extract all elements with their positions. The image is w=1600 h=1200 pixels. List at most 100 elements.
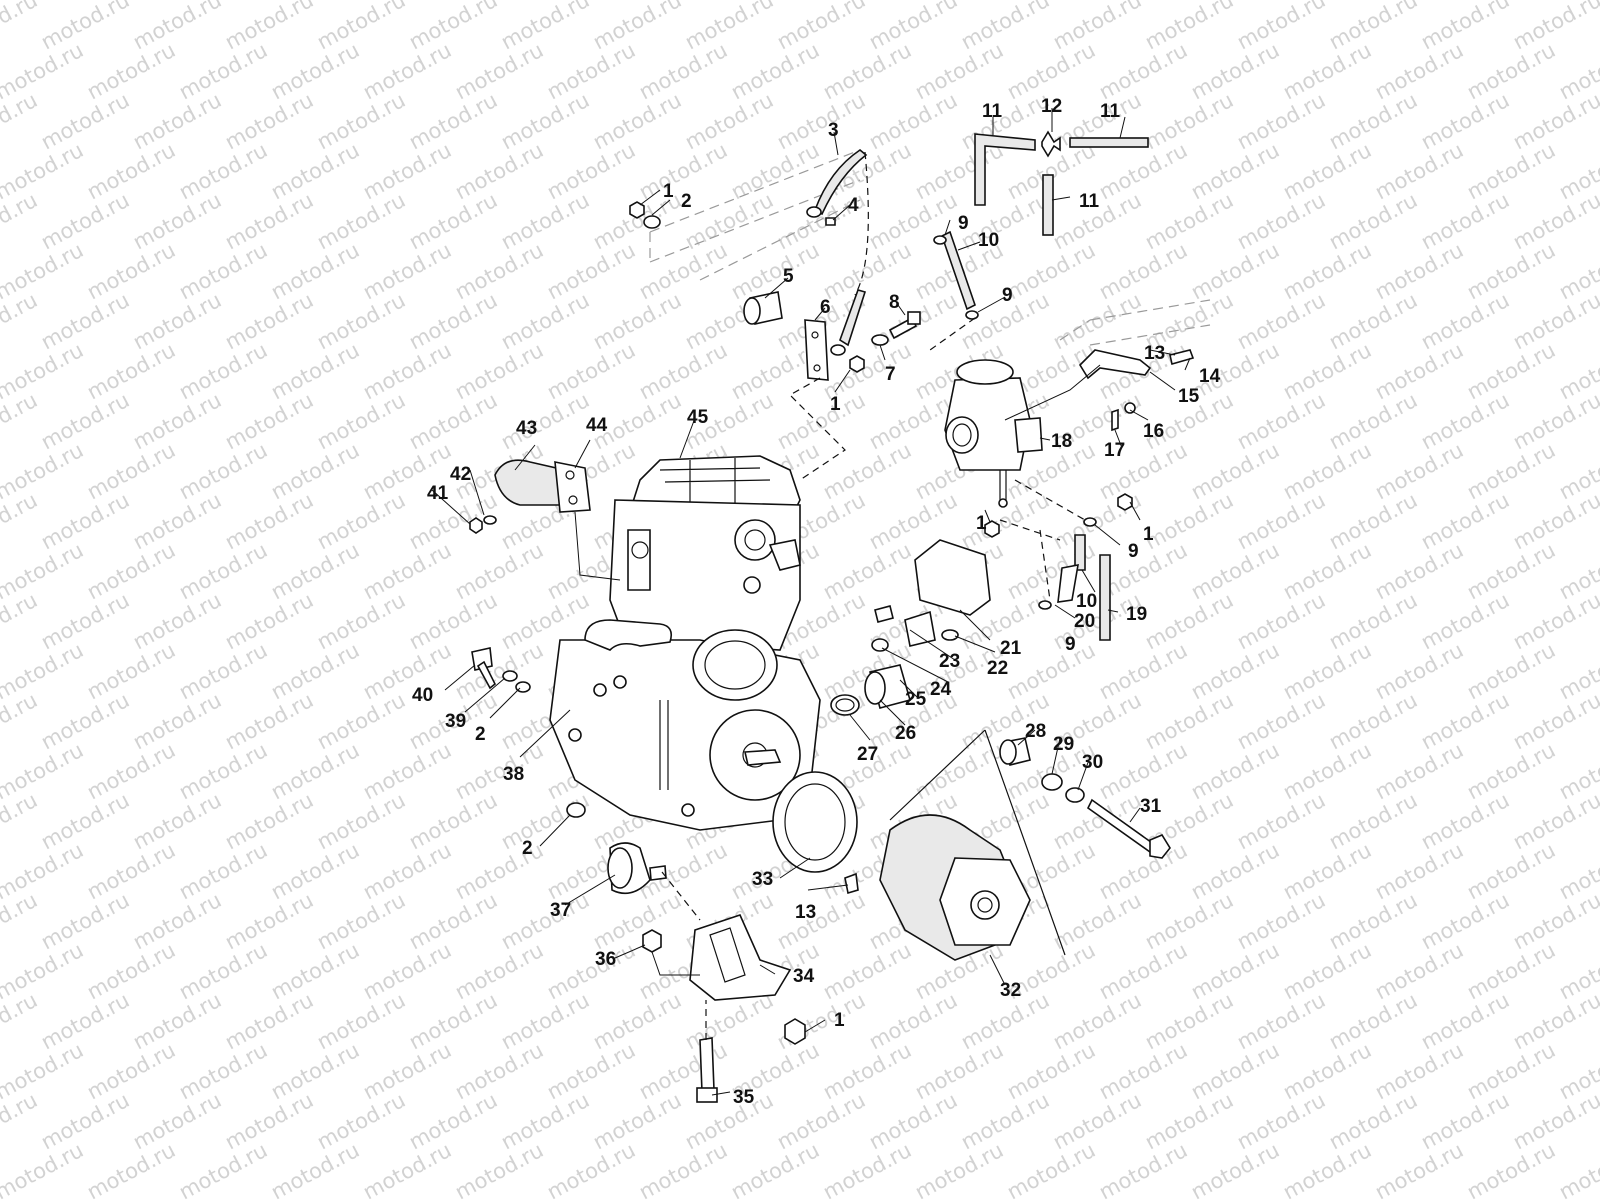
watermark-text: motod.ru xyxy=(773,88,869,154)
watermark-text: motod.ru xyxy=(1279,1138,1375,1200)
watermark-text: motod.ru xyxy=(1233,1088,1329,1154)
callout-9d: 9 xyxy=(1065,634,1076,655)
watermark-text: motod.ru xyxy=(451,38,547,104)
watermark-text: motod.ru xyxy=(1233,0,1329,54)
watermark-text: motod.ru xyxy=(727,138,823,204)
watermark-text: motod.ru xyxy=(1003,1038,1099,1104)
watermark-text: motod.ru xyxy=(727,38,823,104)
watermark-text: motod.ru xyxy=(727,1138,823,1200)
callout-18: 18 xyxy=(1051,431,1072,452)
callout-9b: 9 xyxy=(1002,285,1013,306)
watermark-text: motod.ru xyxy=(83,1038,179,1104)
watermark-text: motod.ru xyxy=(405,288,501,354)
watermark-text: motod.ru xyxy=(1095,638,1191,704)
intake-flange xyxy=(554,461,591,513)
watermark-text: motod.ru xyxy=(957,0,1053,54)
watermark-text: motod.ru xyxy=(267,838,363,904)
watermark-text: motod.ru xyxy=(1463,238,1559,304)
watermark-text: motod.ru xyxy=(1509,788,1600,854)
engine-assembly xyxy=(549,455,821,831)
watermark-text: motod.ru xyxy=(1279,338,1375,404)
watermark-text: motod.ru xyxy=(819,438,915,504)
clutch-bolt-set xyxy=(999,737,1171,859)
watermark-text: motod.ru xyxy=(1371,338,1467,404)
watermark-text: motod.ru xyxy=(635,338,731,404)
watermark-text: motod.ru xyxy=(681,88,777,154)
watermark-text: motod.ru xyxy=(1371,138,1467,204)
callout-1d: 1 xyxy=(1143,524,1154,545)
watermark-text: motod.ru xyxy=(1509,488,1600,554)
watermark-text: motod.ru xyxy=(267,1038,363,1104)
watermark-text: motod.ru xyxy=(589,0,685,54)
watermark-text: motod.ru xyxy=(405,788,501,854)
watermark-text: motod.ru xyxy=(359,338,455,404)
callout-45: 45 xyxy=(687,407,709,428)
watermark-text: motod.ru xyxy=(497,288,593,354)
watermark-text: motod.ru xyxy=(267,938,363,1004)
watermark-text: motod.ru xyxy=(83,138,179,204)
watermark-text: motod.ru xyxy=(37,688,133,754)
watermark-text: motod.ru xyxy=(543,338,639,404)
watermark-text: motod.ru xyxy=(83,238,179,304)
watermark-text: motod.ru xyxy=(1003,238,1099,304)
callout-44: 44 xyxy=(586,415,608,436)
fuel-lines xyxy=(929,130,1149,351)
watermark-text: motod.ru xyxy=(497,788,593,854)
watermark-text: motod.ru xyxy=(221,588,317,654)
watermark-text: motod.ru xyxy=(129,488,225,554)
watermark-text: motod.ru xyxy=(313,688,409,754)
watermark-text: motod.ru xyxy=(819,1038,915,1104)
callout-35: 35 xyxy=(733,1087,755,1108)
watermark-text: motod.ru xyxy=(129,888,225,954)
watermark-text: motod.ru xyxy=(1325,688,1421,754)
watermark-text: motod.ru xyxy=(267,638,363,704)
watermark-text: motod.ru xyxy=(175,1038,271,1104)
watermark-text: motod.ru xyxy=(359,538,455,604)
watermark-text: motod.ru xyxy=(451,638,547,704)
watermark-text: motod.ru xyxy=(1417,988,1513,1054)
watermark-text: motod.ru xyxy=(451,1138,547,1200)
watermark-text: motod.ru xyxy=(175,838,271,904)
fuel-pump-bracket xyxy=(914,493,1133,641)
watermark-text: motod.ru xyxy=(1279,538,1375,604)
watermark-text: motod.ru xyxy=(773,888,869,954)
watermark-text: motod.ru xyxy=(1187,838,1283,904)
frame-rail-upper xyxy=(649,149,1211,346)
watermark-text: motod.ru xyxy=(83,38,179,104)
callout-13b: 13 xyxy=(795,902,816,923)
watermark-text: motod.ru xyxy=(83,538,179,604)
watermark-text: motod.ru xyxy=(129,188,225,254)
watermark-text: motod.ru xyxy=(865,1088,961,1154)
watermark-text: motod.ru xyxy=(819,238,915,304)
watermark-text: motod.ru xyxy=(451,538,547,604)
watermark-text: motod.ru xyxy=(957,188,1053,254)
callout-2b: 2 xyxy=(475,724,486,745)
watermark-text: motod.ru xyxy=(1233,988,1329,1054)
watermark-text: motod.ru xyxy=(37,288,133,354)
watermark-text: motod.ru xyxy=(773,0,869,54)
watermark-text: motod.ru xyxy=(313,488,409,554)
watermark-text: motod.ru xyxy=(589,988,685,1054)
watermark-text: motod.ru xyxy=(773,988,869,1054)
watermark-text: motod.ru xyxy=(313,788,409,854)
callout-27: 27 xyxy=(857,744,878,765)
watermark-text: motod.ru xyxy=(1279,738,1375,804)
watermark-text: motod.ru xyxy=(175,738,271,804)
watermark-text: motod.ru xyxy=(1463,1138,1559,1200)
watermark-text: motod.ru xyxy=(451,838,547,904)
watermark-text: motod.ru xyxy=(1325,788,1421,854)
watermark-text: motod.ru xyxy=(313,288,409,354)
watermark-text: motod.ru xyxy=(267,138,363,204)
watermark-text: motod.ru xyxy=(1509,388,1600,454)
watermark-text: motod.ru xyxy=(589,288,685,354)
watermark-text: motod.ru xyxy=(221,388,317,454)
watermark-text: motod.ru xyxy=(359,638,455,704)
watermark-text: motod.ru xyxy=(451,938,547,1004)
watermark-text: motod.ru xyxy=(543,1138,639,1200)
watermark-text: motod.ru xyxy=(1371,1038,1467,1104)
watermark-text: motod.ru xyxy=(129,88,225,154)
watermark-text: motod.ru xyxy=(1371,238,1467,304)
callout-7: 7 xyxy=(885,364,896,385)
watermark-text: motod.ru xyxy=(175,238,271,304)
watermark-text: motod.ru xyxy=(0,738,87,804)
